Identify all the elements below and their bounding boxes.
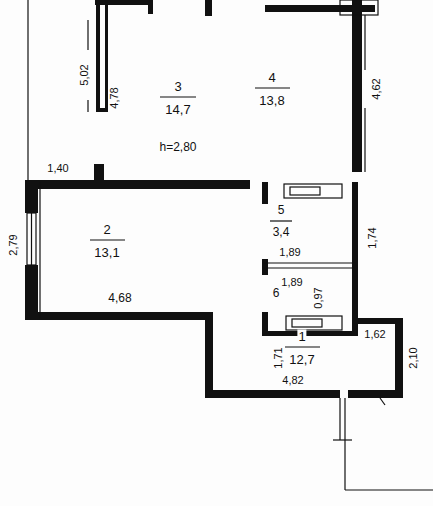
room-label: 2	[102, 223, 111, 236]
dimension-label: 0,97	[313, 286, 324, 309]
room-label: 1,89	[278, 247, 301, 258]
dimension-label: 1,71	[273, 346, 284, 369]
room-label: 3,4	[272, 226, 291, 238]
room-label: 6	[272, 287, 281, 299]
room-label: 4,68	[107, 292, 132, 304]
room-label: 4,82	[281, 375, 304, 386]
room-label: 5	[277, 204, 286, 216]
room-label: 13,1	[93, 246, 120, 259]
dimension-label: 1,74	[367, 226, 378, 249]
dimension-label: 2,10	[408, 346, 419, 369]
dimension-label: 4,62	[371, 77, 382, 100]
room-label: 4	[267, 71, 276, 84]
room-label: 3	[173, 80, 182, 93]
room-label: 1,89	[280, 277, 303, 288]
room-label: 14,7	[164, 103, 191, 116]
room-label: 12,7	[288, 353, 315, 366]
dimension-label: 4,78	[109, 86, 120, 109]
dimension-label: 2,79	[8, 233, 19, 256]
room-label: 13,8	[258, 94, 285, 107]
room-label: h=2,80	[158, 141, 197, 153]
room-label: 1	[297, 330, 306, 343]
room-label: 1,40	[46, 163, 69, 174]
dimension-label: 5,02	[79, 63, 90, 86]
room-label: 1,62	[363, 329, 386, 340]
